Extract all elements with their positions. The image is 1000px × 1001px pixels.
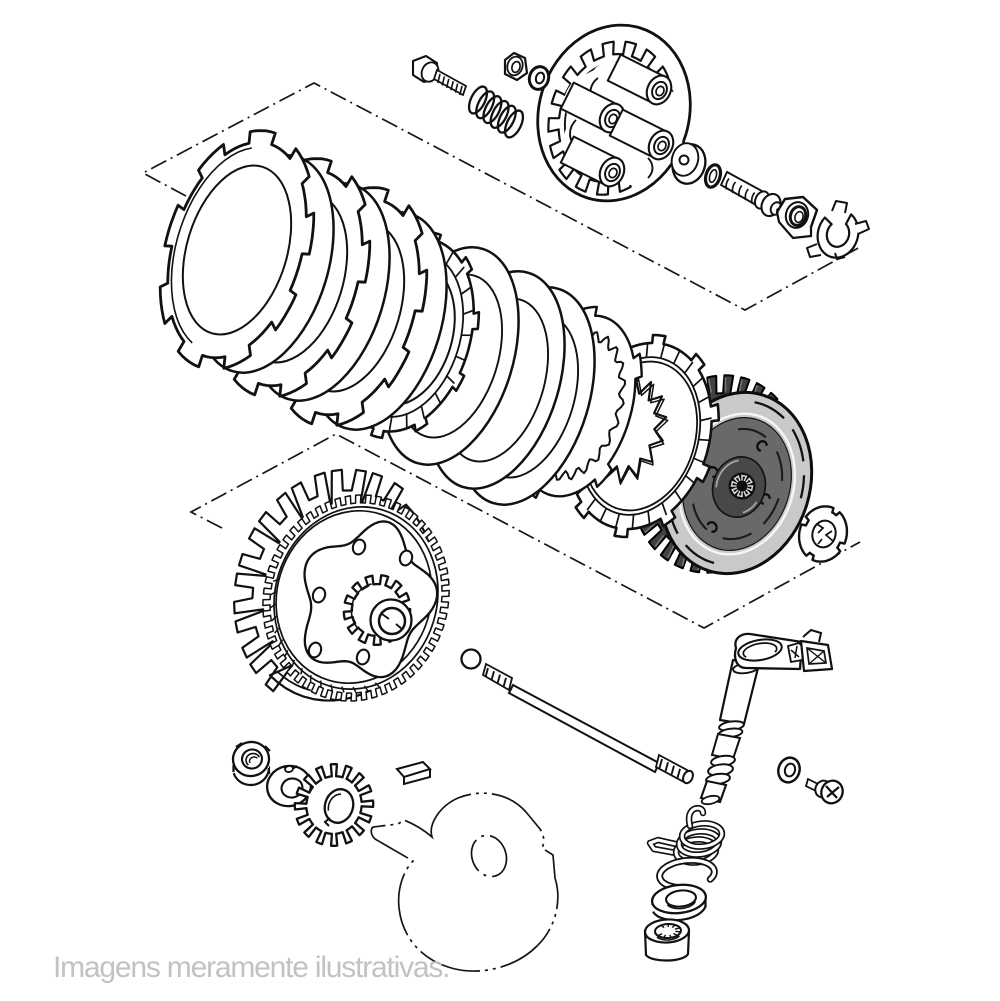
svg-text:Imagens meramente ilustrativas: Imagens meramente ilustrativas. xyxy=(53,951,449,984)
